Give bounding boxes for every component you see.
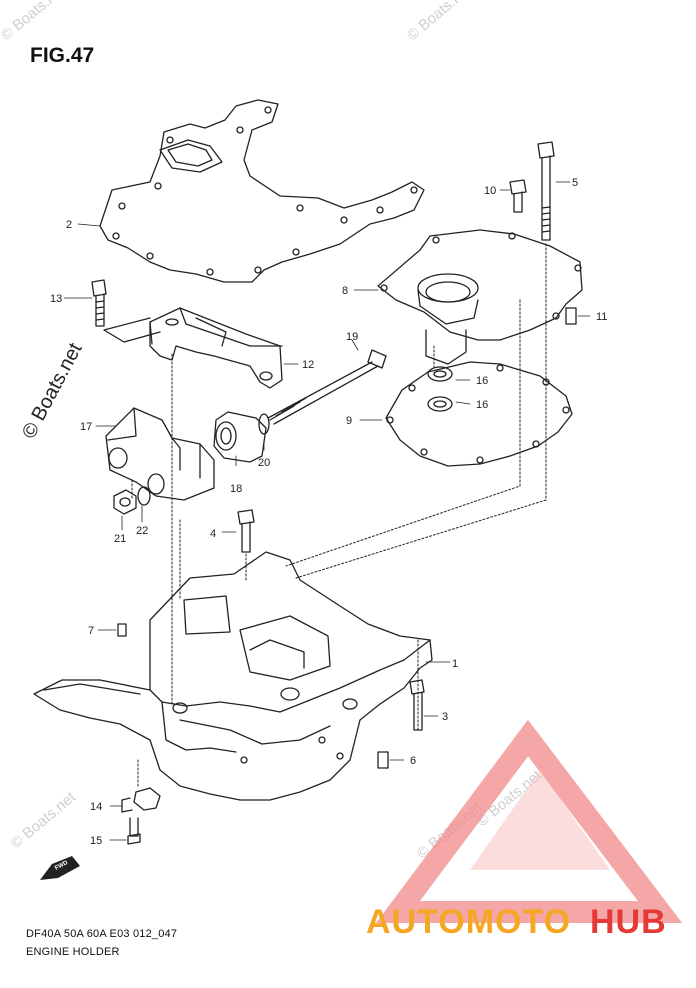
logo-triangle xyxy=(376,719,683,923)
model-line: DF40A 50A 60A E03 012_047 xyxy=(26,928,178,940)
dowel-part-7 xyxy=(117,623,127,637)
callout-10: 10 xyxy=(484,185,496,197)
callout-5: 5 xyxy=(572,177,578,189)
gasket-part-9 xyxy=(385,361,573,467)
washer-part-22 xyxy=(137,486,151,506)
bolt-part-3 xyxy=(409,679,425,731)
callouts: 1 2 3 4 5 6 7 8 9 10 11 12 13 14 15 16 1… xyxy=(50,177,607,847)
logo-text-automoto: AUTOMOTO xyxy=(366,903,572,941)
callout-20: 20 xyxy=(258,457,270,469)
callout-15: 15 xyxy=(90,835,102,847)
logo-text-hub: HUB xyxy=(590,903,667,941)
bolt-part-4 xyxy=(237,509,255,553)
engine-holder-part-1 xyxy=(33,551,433,801)
callout-1: 1 xyxy=(452,658,458,670)
bushing-part-18 xyxy=(213,411,267,463)
callout-13: 13 xyxy=(50,293,62,305)
callout-22: 22 xyxy=(136,525,148,537)
figure-name: ENGINE HOLDER xyxy=(26,946,120,958)
fwd-arrow-icon: FWD xyxy=(40,856,80,880)
washer-part-20 xyxy=(258,413,270,435)
dowel-part-6 xyxy=(377,751,389,769)
callout-9: 9 xyxy=(346,415,352,427)
callout-14: 14 xyxy=(90,801,102,813)
figure-title: FIG.47 xyxy=(30,44,95,67)
callout-19: 19 xyxy=(346,331,358,343)
callout-18: 18 xyxy=(230,483,242,495)
callout-21: 21 xyxy=(114,533,126,545)
callout-6: 6 xyxy=(410,755,416,767)
gasket-part-2 xyxy=(99,99,425,283)
callout-4: 4 xyxy=(210,528,216,540)
seal-part-16-a xyxy=(427,366,453,382)
bolt-part-19 xyxy=(267,349,387,425)
callout-7: 7 xyxy=(88,625,94,637)
callout-16a: 16 xyxy=(476,375,488,387)
cover-plate-part-8 xyxy=(377,229,583,365)
fitting-part-14 xyxy=(121,787,161,813)
callout-12: 12 xyxy=(302,359,314,371)
bolt-part-15 xyxy=(127,817,141,845)
callout-8: 8 xyxy=(342,285,348,297)
nut-part-21 xyxy=(113,489,137,515)
dowel-part-11 xyxy=(565,307,577,325)
engine-mount-part-17 xyxy=(105,407,215,501)
callout-16b: 16 xyxy=(476,399,488,411)
bolt-part-10 xyxy=(509,179,527,213)
callout-11: 11 xyxy=(596,311,607,323)
bolt-part-5 xyxy=(537,141,555,241)
bolt-part-13 xyxy=(91,279,107,327)
seal-part-16-b xyxy=(427,396,453,412)
callout-17: 17 xyxy=(80,421,92,433)
callout-2: 2 xyxy=(66,219,72,231)
callout-3: 3 xyxy=(442,711,448,723)
bracket-part-12 xyxy=(149,307,283,389)
